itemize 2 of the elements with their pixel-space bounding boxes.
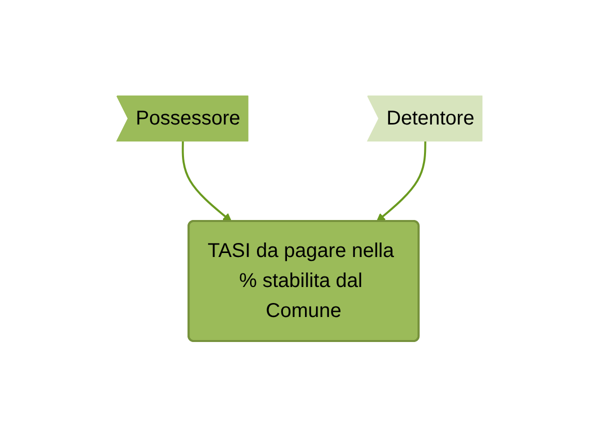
arrow — [376, 141, 426, 222]
arrow — [181, 141, 232, 222]
